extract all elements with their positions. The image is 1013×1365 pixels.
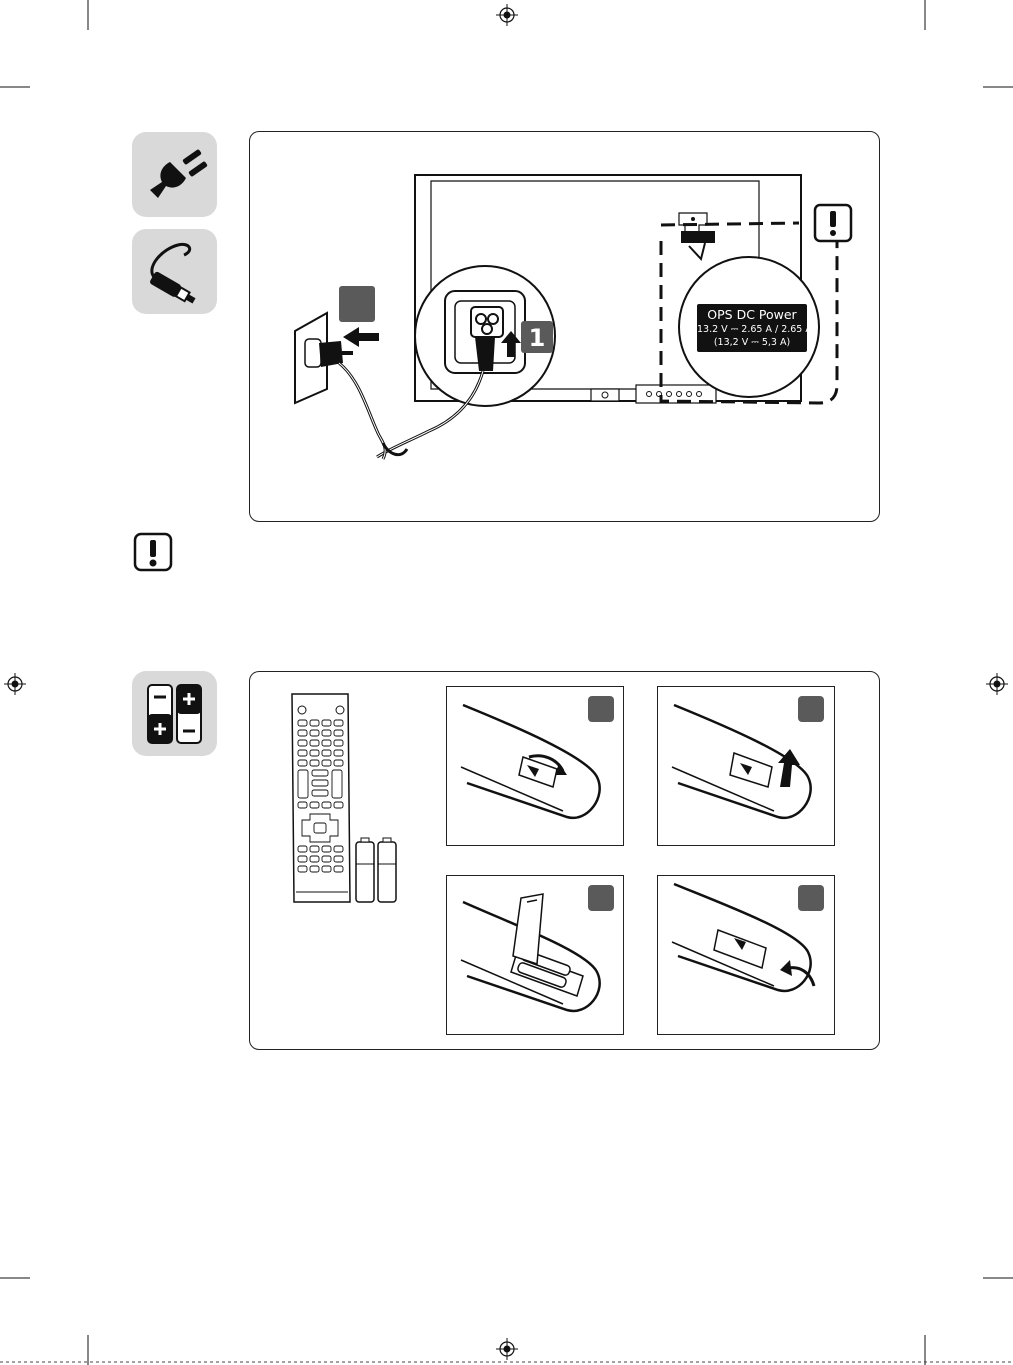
power-plug-icon (132, 132, 217, 217)
warning-icon (133, 532, 173, 572)
ops-dc-power-rating: 13.2 V ⎓ 2.65 A / 2.65 A (697, 323, 807, 336)
remote-control-illustration (284, 692, 404, 910)
ops-dc-power-rating-alt: (13,2 V ⎓ 5,3 A) (697, 336, 807, 349)
step-badge-d (798, 885, 824, 911)
step-badge-c (588, 885, 614, 911)
batteries-icon (132, 671, 217, 756)
step-number-1: 1 (521, 322, 553, 354)
ops-dc-power-label: OPS DC Power 13.2 V ⎓ 2.65 A / 2.65 A (1… (697, 304, 807, 352)
power-cord-icon (132, 229, 217, 314)
ops-dc-power-title: OPS DC Power (697, 304, 807, 323)
step-badge-b (798, 696, 824, 722)
step-badge-a (588, 696, 614, 722)
